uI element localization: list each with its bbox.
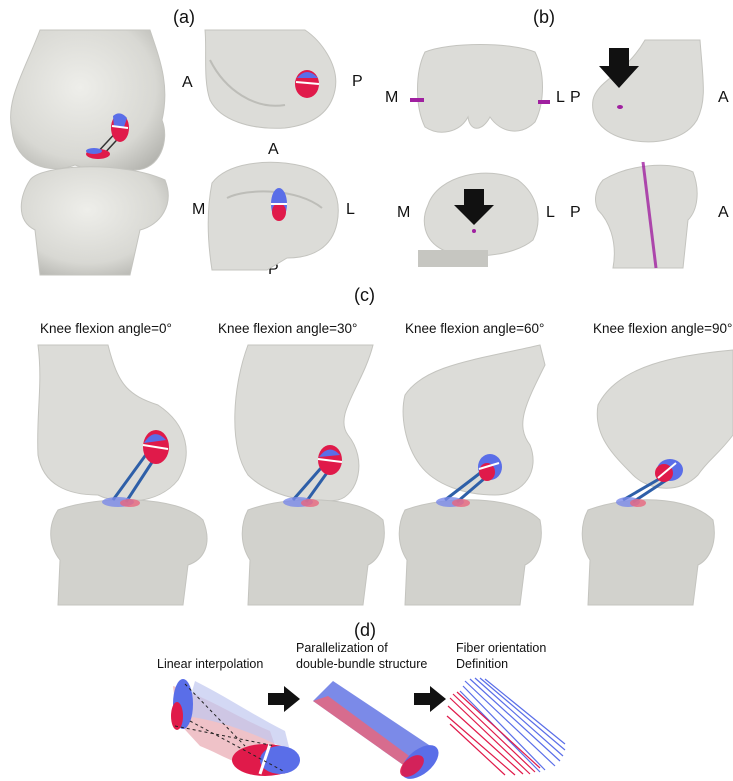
panel-b-tibia-side <box>588 160 703 268</box>
knee-view-flexion-0 <box>8 345 213 605</box>
panel-b-br-label-anterior: A <box>718 205 729 221</box>
panel-a-side-label-posterior: P <box>352 74 363 90</box>
panel-b-tibia-top <box>418 165 543 267</box>
fiber-orientation-diagram <box>445 676 570 776</box>
panel-b-femur-side <box>585 40 710 145</box>
flexion-angle-label-0: Knee flexion angle=0° <box>40 322 172 336</box>
panel-b-tr-label-posterior: P <box>570 90 581 106</box>
panel-b-tl-label-lateral: L <box>556 90 565 106</box>
flexion-angle-label-60: Knee flexion angle=60° <box>405 322 544 336</box>
step-linear-interpolation-label: Linear interpolation <box>157 657 263 672</box>
panel-b-bl-label-lateral: L <box>546 205 555 221</box>
panel-b-bl-label-medial: M <box>397 205 410 221</box>
panel-label-a: (a) <box>173 8 195 26</box>
panel-b-femur-front <box>410 42 550 142</box>
process-arrow-icon <box>414 686 446 712</box>
panel-a-femur-side <box>205 30 340 130</box>
step-fiber-orientation-label-2: Definition <box>456 657 508 672</box>
flexion-angle-label-30: Knee flexion angle=30° <box>218 322 357 336</box>
panel-a-knee-front <box>0 30 180 275</box>
step-parallelization-label-2: double-bundle structure <box>296 657 427 672</box>
knee-view-flexion-30 <box>218 345 388 605</box>
panel-a-bottom-label-lateral: L <box>346 202 355 218</box>
panel-label-b: (b) <box>533 8 555 26</box>
step-parallelization-label-1: Parallelization of <box>296 641 388 656</box>
panel-a-bottom-label-medial: M <box>192 202 205 218</box>
knee-view-flexion-90 <box>578 345 733 605</box>
panel-a-bottom-label-anterior: A <box>268 142 279 158</box>
panel-a-label-anterior: A <box>182 75 193 91</box>
step-fiber-orientation-label-1: Fiber orientation <box>456 641 546 656</box>
knee-view-flexion-60 <box>395 345 565 605</box>
panel-label-c: (c) <box>354 286 375 304</box>
process-arrow-icon <box>268 686 300 712</box>
panel-a-tibia-top <box>207 158 342 273</box>
panel-b-br-label-posterior: P <box>570 205 581 221</box>
panel-label-d: (d) <box>354 621 376 639</box>
panel-b-tl-label-medial: M <box>385 90 398 106</box>
panel-b-tr-label-anterior: A <box>718 90 729 106</box>
flexion-angle-label-90: Knee flexion angle=90° <box>593 322 732 336</box>
